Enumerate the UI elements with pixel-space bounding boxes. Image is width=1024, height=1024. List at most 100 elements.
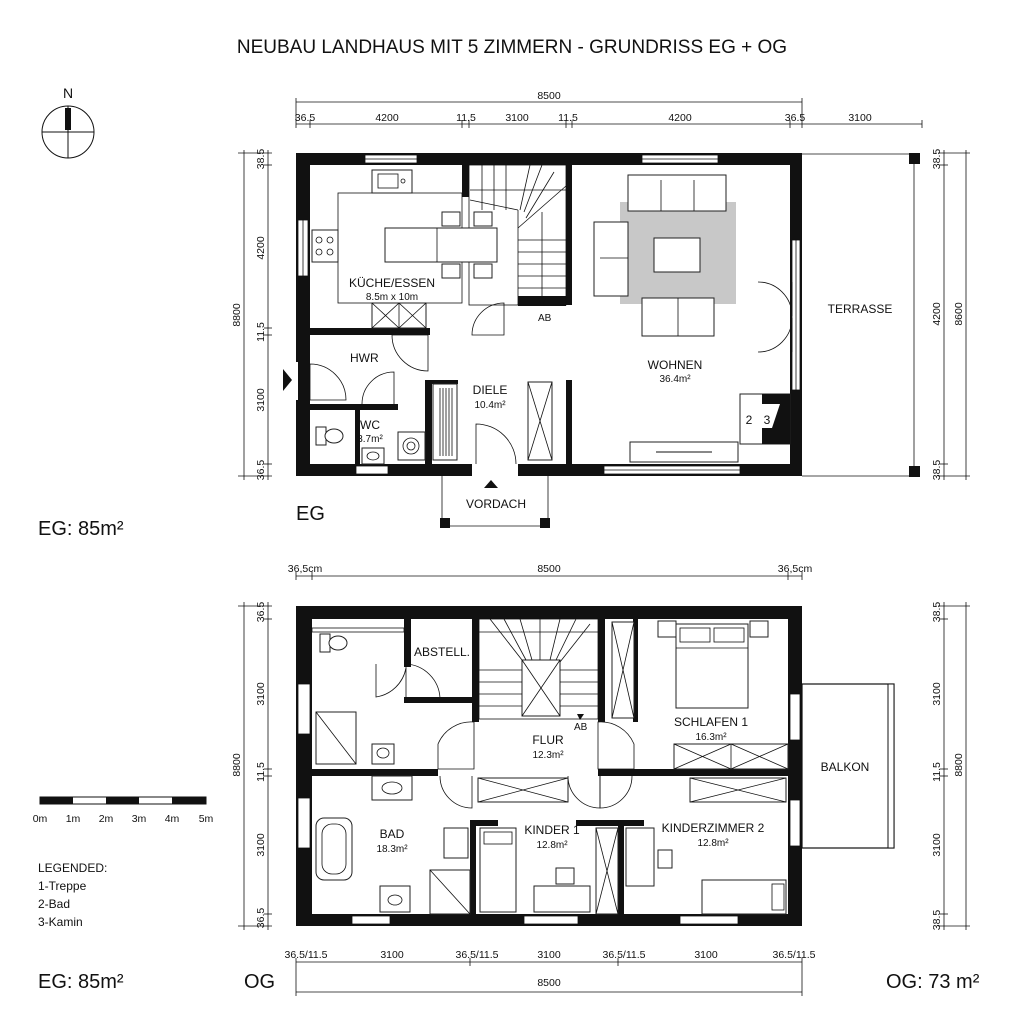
eg-fire-label-2: 2	[746, 413, 753, 427]
og-kinder2-furniture	[595, 777, 787, 915]
eg-room-terrasse-name: TERRASSE	[828, 302, 893, 316]
og-room-schlafen-name: SCHLAFEN 1	[674, 715, 748, 729]
og-right-dim-a: 38.5	[931, 602, 943, 623]
og-right-dim-total: 8800	[953, 753, 965, 777]
eg-stair-label: AB	[538, 313, 552, 324]
eg-room-kueche-name: KÜCHE/ESSEN	[349, 276, 435, 290]
eg-left-dim-d: 3100	[255, 388, 267, 412]
eg-dim-c: 11.5	[456, 112, 476, 124]
eg-fire-label-3: 3	[764, 413, 771, 427]
og-bottom-dim-g: 36.5/11.5	[772, 949, 815, 961]
og-bottom-dim-total: 8500	[537, 977, 561, 989]
og-bottom-dim-a: 36.5/11.5	[284, 949, 327, 961]
og-bottom-dim-b: 3100	[380, 949, 404, 961]
eg-terrace	[802, 153, 920, 477]
eg-vordach	[440, 476, 550, 528]
eg-room-wc-area: 3.7m²	[357, 434, 383, 445]
scale-label-0: 0m	[33, 813, 48, 825]
og-left-dim-total: 8800	[231, 753, 243, 777]
og-left-dim-e: 36.5	[255, 908, 267, 929]
og-left-dim-c: 11.5	[255, 762, 267, 782]
compass-icon: N	[41, 85, 95, 159]
eg-area-total-bottom: EG: 85m²	[38, 971, 124, 993]
eg-kitchen-furniture	[311, 169, 498, 329]
og-bottom-dim-e: 36.5/11.5	[602, 949, 645, 961]
og-left-dim-d: 3100	[255, 833, 267, 857]
og-right-dimensions: 38.5 3100 11.5 3100 38.5 8800	[931, 602, 970, 931]
og-room-balkon-name: BALKON	[821, 760, 870, 774]
og-top-dim-right: 36,5cm	[778, 563, 813, 575]
compass-north-label: N	[63, 85, 73, 101]
eg-right-dim-b: 4200	[931, 302, 943, 326]
eg-left-dim-b: 4200	[255, 236, 267, 260]
eg-dim-terrace: 3100	[848, 112, 872, 124]
og-room-kinder2-name: KINDERZIMMER 2	[662, 821, 765, 835]
og-room-schlafen-area: 16.3m²	[695, 732, 727, 743]
eg-left-dimensions: 8800 38.5 4200 11.5 3100 36.5	[231, 149, 272, 480]
og-left-dim-a: 36.5	[255, 602, 267, 623]
og-staircase: AB	[478, 618, 599, 733]
legend-item: 3-Kamin	[38, 915, 83, 929]
eg-right-dim-a: 38.5	[931, 149, 943, 170]
scale-label-3: 3m	[132, 813, 147, 825]
og-floor-label: OG	[244, 971, 275, 993]
og-balcony	[801, 683, 895, 849]
eg-living-furniture: 2 3	[593, 174, 793, 463]
scale-label-5: 5m	[199, 813, 214, 825]
og-top-dim-total: 8500	[537, 563, 561, 575]
og-room-kinder1-name: KINDER 1	[524, 823, 580, 837]
legend: LEGENDED: 1-Treppe 2-Bad 3-Kamin	[38, 861, 107, 929]
og-right-dim-e: 38.5	[931, 910, 943, 931]
og-room-bad-name: BAD	[380, 827, 405, 841]
og-right-dim-d: 3100	[931, 833, 943, 857]
eg-floor-label: EG	[296, 503, 325, 525]
eg-left-dim-c: 11.5	[255, 322, 267, 342]
eg-right-dim-total: 8600	[953, 302, 965, 326]
og-room-abstell-name: ABSTELL.	[414, 645, 470, 659]
eg-dim-f: 4200	[668, 112, 692, 124]
og-plan: AB ABSTELL. FLUR 12.3m²	[231, 563, 970, 996]
og-room-flur-area: 12.3m²	[532, 750, 564, 761]
og-bottom-dim-f: 3100	[694, 949, 718, 961]
eg-left-dim-total: 8800	[231, 303, 243, 327]
og-upper-bath-fixtures	[311, 627, 405, 765]
og-right-dim-b: 3100	[931, 682, 943, 706]
eg-area-total: EG: 85m²	[38, 518, 124, 540]
eg-left-dim-a: 38.5	[255, 149, 267, 170]
legend-item: 1-Treppe	[38, 879, 87, 893]
eg-diele-furniture	[432, 381, 553, 465]
eg-dim-a: 36.5	[295, 112, 316, 124]
page-title: NEUBAU LANDHAUS MIT 5 ZIMMERN - GRUNDRIS…	[237, 37, 787, 58]
eg-room-diele-area: 10.4m²	[474, 400, 506, 411]
og-room-kinder2-area: 12.8m²	[697, 838, 729, 849]
eg-right-dimensions: 38.5 4200 38.5 8600	[931, 149, 970, 481]
scale-label-4: 4m	[165, 813, 180, 825]
og-room-flur-name: FLUR	[532, 733, 564, 747]
og-kinder1-furniture	[477, 777, 591, 913]
og-bath-fixtures	[315, 775, 471, 915]
og-bedroom-furniture	[611, 620, 789, 770]
og-top-dimensions: 36,5cm 8500 36,5cm	[288, 563, 813, 580]
og-room-bad-area: 18.3m²	[376, 844, 408, 855]
eg-room-wohnen-area: 36.4m²	[659, 374, 691, 385]
scale-label-2: 2m	[99, 813, 114, 825]
eg-top-dimensions: 8500 36.5 4200 11.5 3100 11.5 4200 36.5 …	[295, 90, 923, 128]
eg-dim-e: 11.5	[558, 112, 578, 124]
og-stair-label: AB	[574, 722, 588, 733]
og-room-kinder1-area: 12.8m²	[536, 840, 568, 851]
legend-heading: LEGENDED:	[38, 861, 107, 875]
eg-right-dim-c: 38.5	[931, 460, 943, 481]
og-bottom-dim-c: 36.5/11.5	[455, 949, 498, 961]
og-left-dim-b: 3100	[255, 682, 267, 706]
og-top-dim-left: 36,5cm	[288, 563, 323, 575]
scale-label-1: 1m	[66, 813, 81, 825]
og-bottom-dim-d: 3100	[537, 949, 561, 961]
eg-room-wohnen-name: WOHNEN	[648, 358, 703, 372]
eg-plan: AB KÜCHE/ESSEN 8.5m x 10m HWR	[231, 90, 970, 528]
og-left-dimensions: 8800 36.5 3100 11.5 3100 36.5	[231, 602, 272, 930]
eg-room-vordach-name: VORDACH	[466, 497, 526, 511]
scale-bar: 0m 1m 2m 3m 4m 5m	[33, 796, 214, 825]
eg-room-kueche-area: 8.5m x 10m	[366, 292, 418, 303]
